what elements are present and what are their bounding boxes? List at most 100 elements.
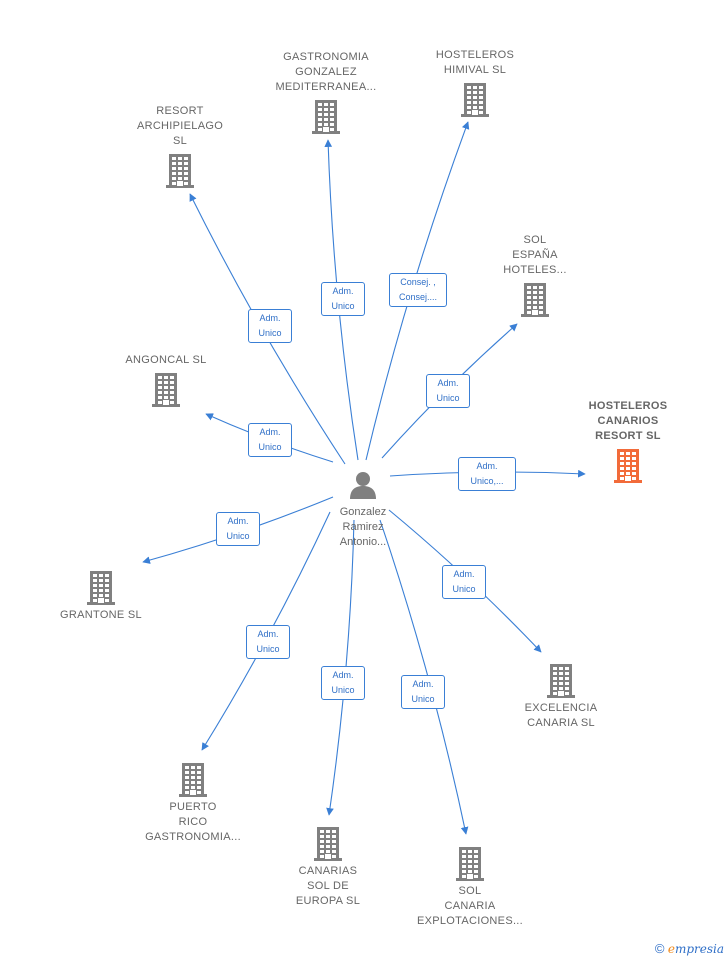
company-label: GASTRONOMIA GONZALEZ MEDITERRANEA... — [261, 50, 391, 95]
building-icon — [547, 664, 575, 698]
edge-label-line: Adm. — [332, 670, 354, 680]
company-label-line: SOL — [523, 234, 547, 246]
brand-logo: empresia — [668, 942, 724, 956]
company-node-excelencia-canaria[interactable]: EXCELENCIA CANARIA SL — [496, 659, 626, 731]
company-node-canarias-sol-europa[interactable]: CANARIAS SOL DE EUROPA SL — [263, 822, 393, 909]
center-name-line: Gonzalez — [339, 506, 387, 518]
company-label-line: RESORT SL — [595, 430, 661, 442]
company-node-hosteleros-canarios[interactable]: HOSTELEROS CANARIOS RESORT SL — [563, 399, 693, 486]
edge-label-line: Unico,... — [470, 476, 504, 486]
company-label: GRANTONE SL — [36, 608, 166, 623]
edge-label-line: Consej. , — [400, 277, 436, 287]
company-label-line: EXCELENCIA — [524, 702, 598, 714]
edge-label-resort-archipielago[interactable]: Adm. Unico — [248, 309, 292, 343]
company-node-sol-espana-hoteles[interactable]: SOL ESPAÑA HOTELES... — [470, 233, 600, 320]
building-icon — [87, 571, 115, 605]
edge-label-line: Adm. — [257, 629, 279, 639]
company-label: HOSTELEROS HIMIVAL SL — [410, 48, 540, 78]
building-icon — [461, 83, 489, 117]
company-label-line: CANARIOS — [597, 415, 659, 427]
building-icon — [314, 827, 342, 861]
company-label: CANARIAS SOL DE EUROPA SL — [263, 864, 393, 909]
edge-label-sol-espana-hoteles[interactable]: Adm. Unico — [426, 374, 470, 408]
building-icon — [312, 100, 340, 134]
company-label: ANGONCAL SL — [101, 353, 231, 368]
company-label-line: GONZALEZ — [295, 66, 357, 78]
company-label-line: ANGONCAL SL — [125, 354, 207, 366]
building-icon — [179, 763, 207, 797]
company-label: EXCELENCIA CANARIA SL — [496, 701, 626, 731]
copyright-symbol: © — [654, 941, 665, 956]
company-label-line: HOTELES... — [503, 264, 567, 276]
company-node-puerto-rico[interactable]: PUERTO RICO GASTRONOMIA... — [128, 758, 258, 845]
edge-label-gastronomia-gonzalez[interactable]: Adm. Unico — [321, 282, 365, 316]
edge-label-grantone[interactable]: Adm. Unico — [216, 512, 260, 546]
edge-label-line: Adm. — [412, 679, 434, 689]
edge-label-line: Adm. — [259, 313, 281, 323]
company-label-line: CANARIA SL — [527, 717, 595, 729]
company-label-line: CANARIA — [444, 900, 496, 912]
company-label-line: EUROPA SL — [295, 895, 361, 907]
edge-label-line: Adm. — [476, 461, 498, 471]
edge-label-puerto-rico[interactable]: Adm. Unico — [246, 625, 290, 659]
building-icon — [614, 449, 642, 483]
company-label-line: ESPAÑA — [512, 249, 558, 261]
building-icon — [166, 154, 194, 188]
company-label-line: SOL — [458, 885, 482, 897]
company-label-line: HOSTELEROS — [588, 400, 668, 412]
edge-label-sol-canaria[interactable]: Adm.Unico — [401, 675, 445, 709]
edge-label-line: Unico — [258, 328, 282, 338]
copyright-footer: © empresia — [655, 941, 724, 956]
company-label-line: ARCHIPIELAGO — [136, 120, 224, 132]
company-label-line: PUERTO — [169, 801, 217, 813]
company-label: SOL CANARIA EXPLOTACIONES... — [405, 884, 535, 929]
edge-label-line: Unico — [258, 442, 282, 452]
company-node-gastronomia-gonzalez[interactable]: GASTRONOMIA GONZALEZ MEDITERRANEA... — [261, 50, 391, 137]
company-label-line: GRANTONE SL — [60, 609, 142, 621]
edge-label-angoncal[interactable]: Adm. Unico — [248, 423, 292, 457]
edge-label-line: Adm. — [227, 516, 249, 526]
edge-label-line: Unico — [226, 531, 250, 541]
edge-label-hosteleros-canarios[interactable]: Adm. Unico,... — [458, 457, 516, 491]
building-icon — [521, 283, 549, 317]
company-node-resort-archipielago[interactable]: RESORT ARCHIPIELAGO SL — [115, 104, 245, 191]
company-node-hosteleros-himival[interactable]: HOSTELEROS HIMIVAL SL — [410, 48, 540, 120]
edge-label-line: Unico — [331, 301, 355, 311]
company-node-angoncal[interactable]: ANGONCAL SL — [101, 353, 231, 410]
edge-label-excelencia-canaria[interactable]: Adm. Unico — [442, 565, 486, 599]
company-label-line: GASTRONOMIA — [283, 51, 369, 63]
company-label: HOSTELEROS CANARIOS RESORT SL — [563, 399, 693, 444]
edge-label-line: Adm. — [332, 286, 354, 296]
company-label: PUERTO RICO GASTRONOMIA... — [128, 800, 258, 845]
company-label-line: EXPLOTACIONES... — [416, 915, 524, 927]
building-icon — [152, 373, 180, 407]
company-label-line: RICO — [178, 816, 208, 828]
edge-label-line: Unico — [256, 644, 280, 654]
company-label: SOL ESPAÑA HOTELES... — [470, 233, 600, 278]
building-icon — [456, 847, 484, 881]
company-label-line: HIMIVAL SL — [443, 64, 507, 76]
company-label-line: SL — [172, 135, 188, 147]
company-label-line: RESORT — [156, 105, 204, 117]
company-node-sol-canaria[interactable]: SOL CANARIA EXPLOTACIONES... — [405, 842, 535, 929]
company-node-grantone[interactable]: GRANTONE SL — [36, 566, 166, 623]
company-label-line: GASTRONOMIA... — [145, 831, 241, 843]
company-label-line: SOL DE — [307, 880, 349, 892]
edge-label-line: Unico — [452, 584, 476, 594]
center-person-node[interactable]: Gonzalez Ramirez Antonio... — [318, 470, 408, 550]
brand-logo-e: e — [667, 942, 675, 956]
company-label-line: CANARIAS — [298, 865, 358, 877]
edge-label-line: Consej.... — [398, 292, 438, 302]
brand-logo-rest: mpresia — [674, 942, 724, 956]
company-label-line: HOSTELEROS — [435, 49, 515, 61]
person-icon — [350, 472, 376, 499]
company-label: RESORT ARCHIPIELAGO SL — [115, 104, 245, 149]
edge-label-line: Adm. — [437, 378, 459, 388]
edge-label-line: Adm. — [259, 427, 281, 437]
edge-label-canarias-sol-europa[interactable]: Adm.Unico — [321, 666, 365, 700]
edge-label-line: Unico — [436, 393, 460, 403]
edge-label-line: Adm. — [453, 569, 475, 579]
edge-label-hosteleros-himival[interactable]: Consej. , Consej.... — [389, 273, 447, 307]
company-label-line: MEDITERRANEA... — [275, 81, 377, 93]
